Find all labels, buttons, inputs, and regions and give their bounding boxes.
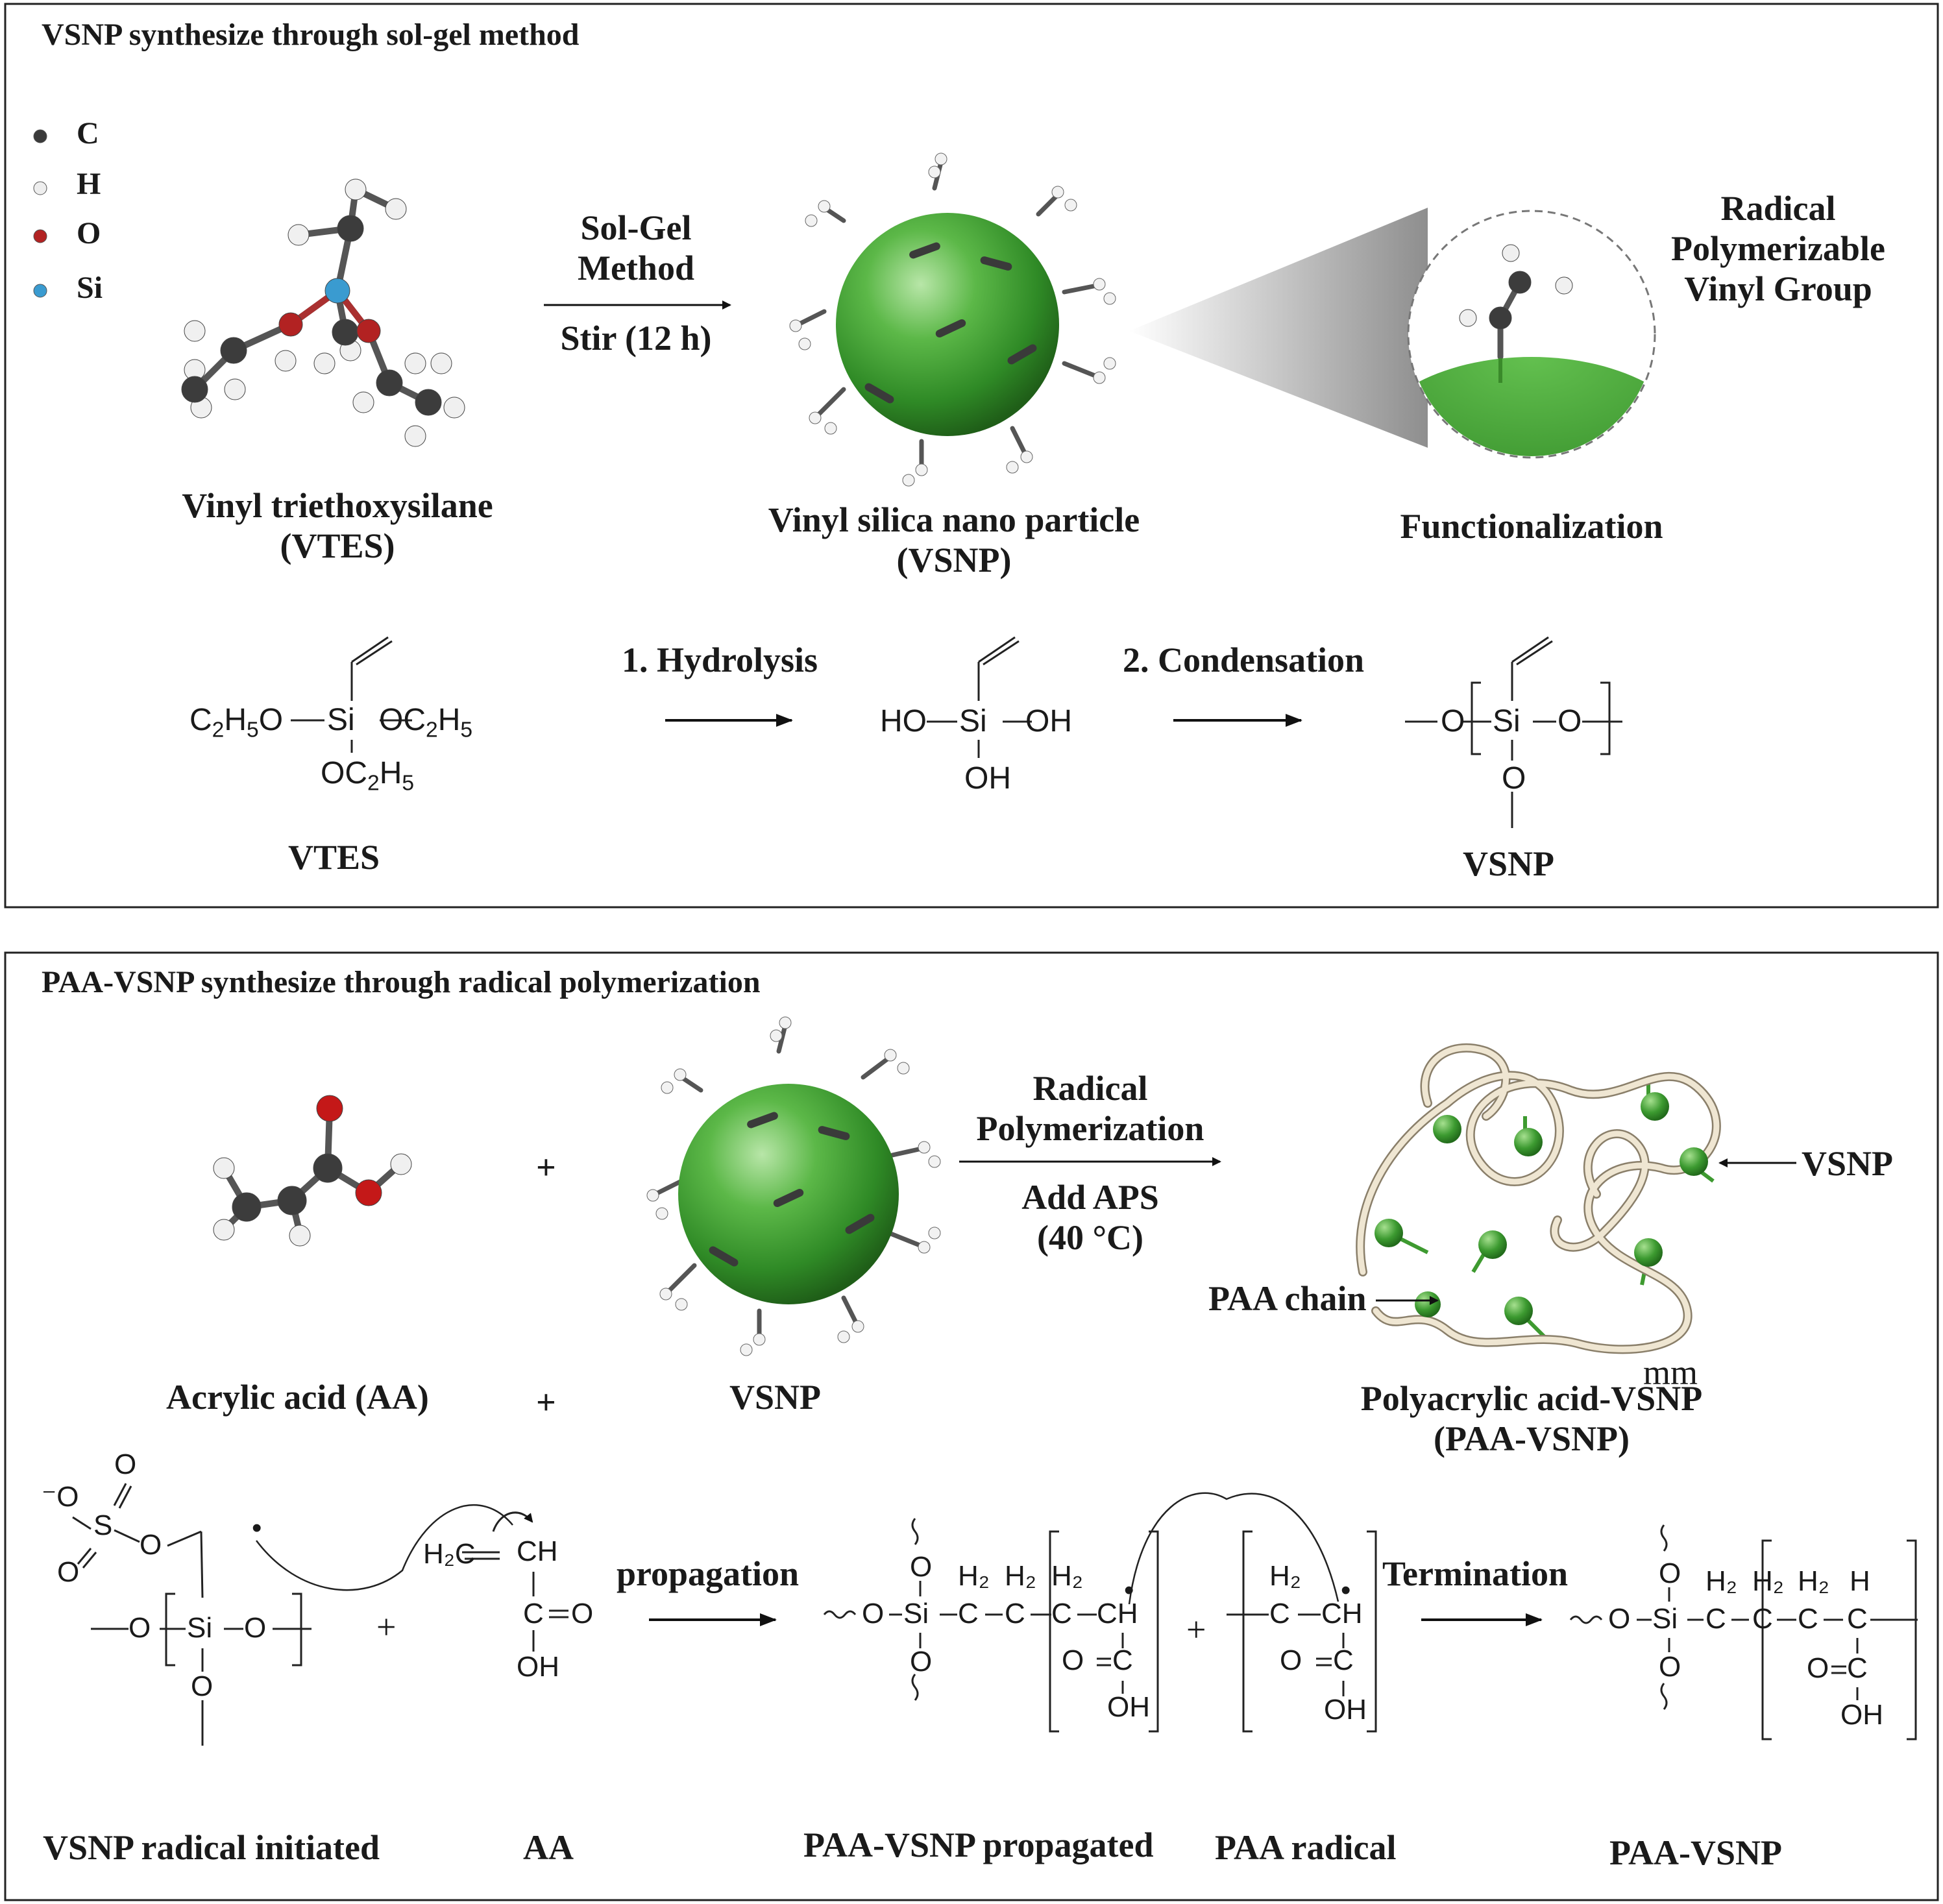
paa-vsnp-network (1356, 1043, 1721, 1354)
vinyl-line2: Polymerizable (1671, 229, 1885, 269)
legend-oxygen-dot (33, 229, 47, 243)
vsnp-formula-o-right: O (1558, 704, 1582, 738)
stray-text: mm (1643, 1353, 1698, 1392)
vsnp-sphere-middle (646, 1016, 941, 1356)
silanol-formula-right: OH (1025, 704, 1072, 738)
mechanism-aa-bonds (462, 1551, 568, 1652)
vtes-molecule-model (181, 178, 465, 447)
vsnp-name-line2: (VSNP) (896, 541, 1012, 580)
label-vsnp-radical-initiated: VSNP radical initiated (43, 1828, 380, 1867)
plus-sign-4: + (1186, 1610, 1206, 1649)
vinyl-group-label: Radical Polymerizable Vinyl Group (1642, 188, 1914, 309)
sol-gel-line2: Method (578, 249, 694, 288)
vtes-formula-bottom: OC2H5 (321, 756, 415, 796)
vtes-formula-si: Si (327, 703, 355, 737)
paa-vsnp-name-line2: (PAA-VSNP) (1434, 1419, 1630, 1459)
atom-legend (33, 129, 47, 298)
propagation-label: propagation (617, 1554, 800, 1593)
aps-line1: Add APS (1021, 1178, 1159, 1217)
vtes-formula-left: C2H5O (189, 703, 284, 742)
hydrolysis-label: 1. Hydrolysis (622, 641, 818, 679)
vsnp-formula-si: Si (1493, 704, 1521, 738)
mechanism-propagated-bonds (823, 1492, 1339, 1733)
silanol-formula-si: Si (959, 704, 987, 738)
functionalization-zoom (1129, 208, 1656, 459)
vtes-short-label: VTES (288, 838, 380, 877)
acrylic-acid-model (213, 1095, 412, 1247)
legend-label-h: H (77, 167, 101, 201)
vtes-formula-right: OC2H5 (379, 703, 473, 742)
vsnp-formula-o-left: O (1441, 704, 1465, 738)
paa-vsnp-name-line1: Polyacrylic acid-VSNP (1360, 1379, 1703, 1418)
vtes-structural-bonds (291, 636, 412, 753)
vtes-name-line1: Vinyl triethoxysilane (182, 486, 493, 525)
aps-line2: (40 °C) (1036, 1218, 1144, 1258)
legend-silicon-dot (33, 284, 47, 298)
legend-hydrogen-dot (33, 181, 47, 195)
termination-label: Termination (1382, 1554, 1569, 1593)
legend-label-o: O (77, 216, 101, 250)
vsnp-middle-label: VSNP (729, 1378, 822, 1417)
sol-gel-line1: Sol-Gel (580, 208, 692, 247)
mechanism-initiator-bonds (72, 1483, 533, 1746)
silanol-structural-bonds (927, 636, 1032, 758)
acrylic-acid-label: Acrylic acid (AA) (166, 1378, 429, 1417)
panel-2-title: PAA-VSNP synthesize through radical poly… (42, 965, 761, 999)
plus-sign-1: + (536, 1148, 556, 1187)
mechanism-paa-radical-bonds (1227, 1530, 1377, 1733)
vsnp-sphere-top (789, 153, 1116, 487)
radical-polymerization-label: Radical Polymerization (954, 1068, 1227, 1149)
vsnp-name-line1: Vinyl silica nano particle (768, 500, 1140, 539)
vtes-name-line2: (VTES) (280, 526, 395, 566)
vinyl-line3: Vinyl Group (1684, 269, 1872, 309)
vsnp-formula-o-bottom: O (1502, 761, 1526, 796)
label-paa-vsnp-final: PAA-VSNP (1609, 1833, 1782, 1872)
vinyl-line1: Radical (1720, 189, 1836, 228)
condensation-label: 2. Condensation (1123, 641, 1365, 679)
silanol-formula-left: HO (880, 704, 927, 738)
silanol-formula-bottom: OH (964, 761, 1011, 796)
vsnp-name: Vinyl silica nano particle (VSNP) (733, 500, 1175, 580)
panel-1-title: VSNP synthesize through sol-gel method (42, 18, 580, 52)
panel-2-frame (4, 951, 1939, 1901)
legend-label-c: C (77, 116, 99, 151)
legend-carbon-dot (33, 129, 47, 143)
radical-line2: Polymerization (976, 1109, 1204, 1149)
vsnp-structural-bonds (1405, 636, 1622, 828)
legend-label-si: Si (77, 271, 103, 305)
vsnp-pointer-label: VSNP (1802, 1144, 1894, 1183)
vsnp-short-label: VSNP (1463, 844, 1555, 883)
panel-1-frame (4, 3, 1939, 909)
functionalization-label: Functionalization (1400, 507, 1663, 546)
radical-line1: Radical (1033, 1069, 1148, 1108)
label-paa-radical: PAA radical (1215, 1828, 1397, 1867)
plus-sign-2: + (536, 1383, 556, 1422)
plus-sign-3: + (376, 1607, 397, 1646)
mechanism-product-bonds (1569, 1524, 1918, 1740)
paa-chain-pointer-label: PAA chain (1208, 1279, 1367, 1318)
stir-label: Stir (12 h) (560, 319, 712, 358)
sol-gel-label: Sol-Gel Method (532, 208, 740, 288)
vtes-name: Vinyl triethoxysilane (VTES) (149, 485, 526, 566)
aps-label: Add APS (40 °C) (954, 1177, 1227, 1258)
paa-vsnp-name: Polyacrylic acid-VSNP (PAA-VSNP) (1324, 1378, 1739, 1459)
label-paa-vsnp-propagated: PAA-VSNP propagated (803, 1825, 1154, 1864)
label-aa: AA (523, 1828, 574, 1867)
